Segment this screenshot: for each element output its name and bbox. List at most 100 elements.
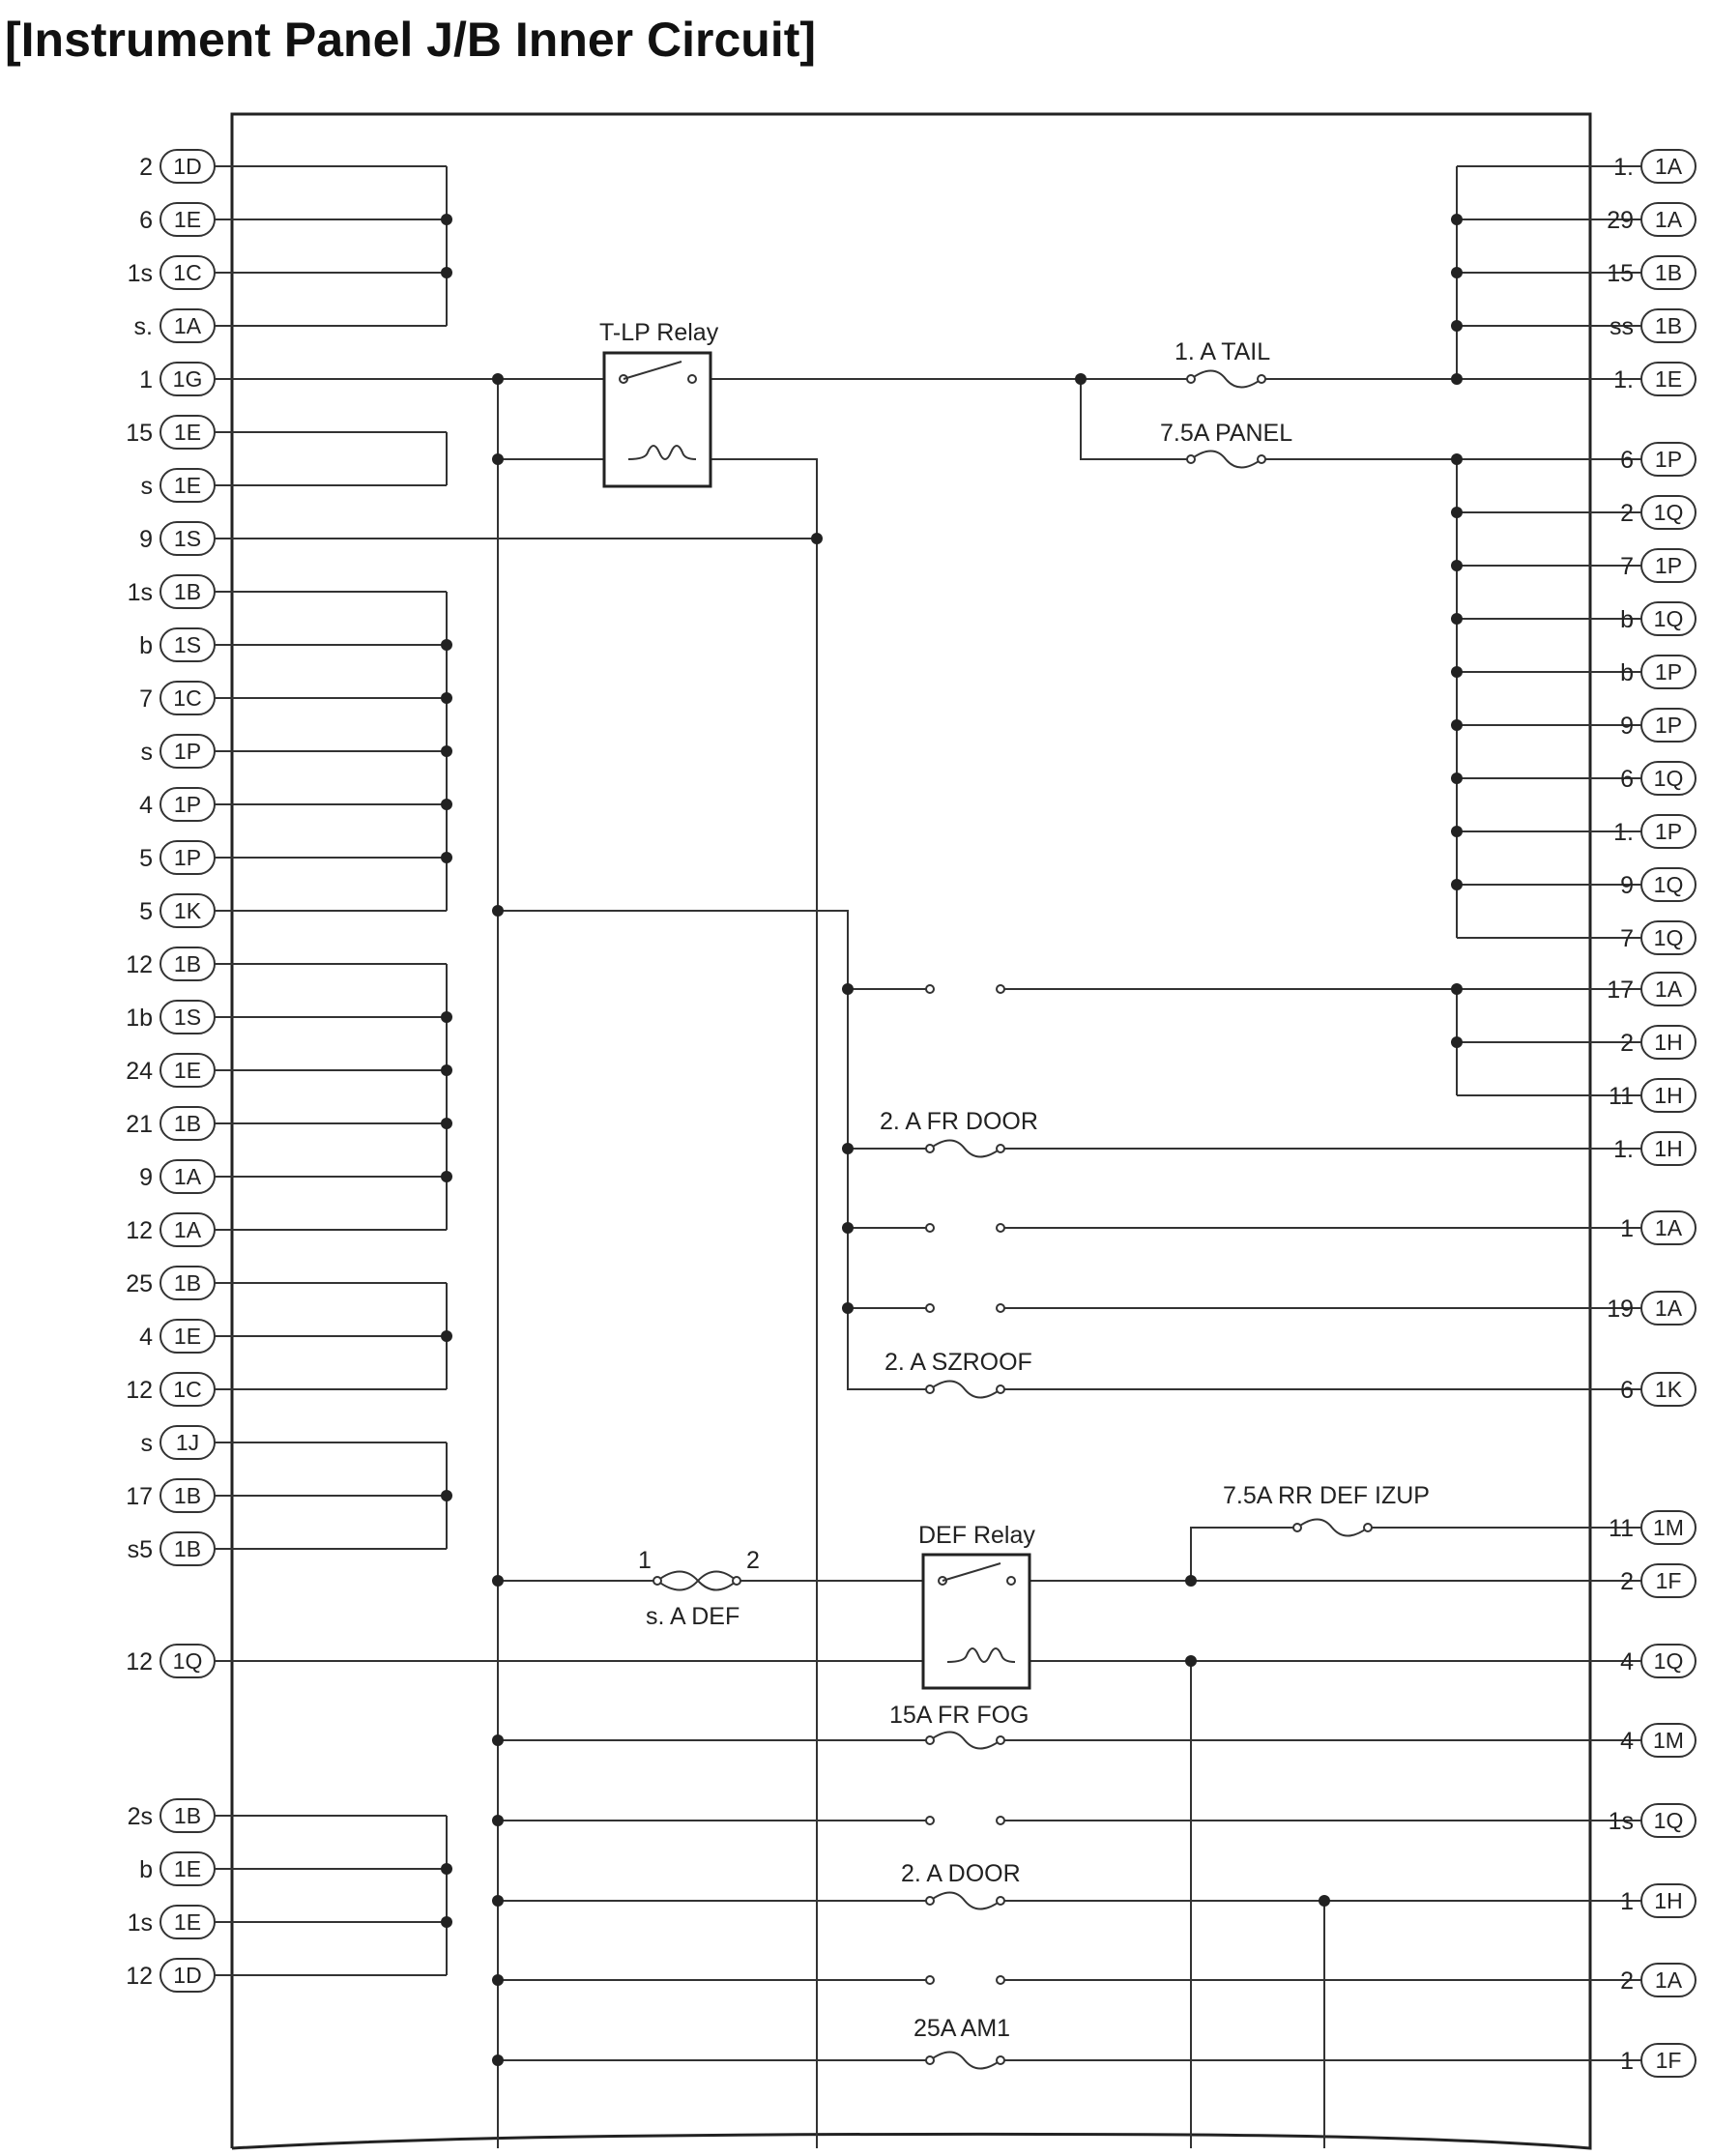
connector-oval (1640, 1883, 1696, 1918)
connector-oval (1640, 1723, 1696, 1758)
connector-code: 1A (1655, 1215, 1683, 1240)
left-pin-24: s 1J (141, 1425, 216, 1460)
fuse-fr-fog-label: 15A FR FOG (889, 1702, 1029, 1729)
pin-number: 12 (126, 1377, 153, 1404)
pin-number: ss (1610, 313, 1634, 340)
connector-oval (160, 1958, 216, 1993)
connector-oval (160, 1372, 216, 1407)
fusible-link-def: 1 2 s. A DEF (638, 1547, 760, 1630)
pin-number: 1 (1620, 1888, 1634, 1915)
connector-code: 1A (174, 313, 202, 338)
connector-code: 1G (173, 366, 203, 392)
connector-code: 1J (176, 1430, 199, 1455)
fuse-sroof-label: 2. A SZROOF (884, 1349, 1032, 1376)
page-title: [Instrument Panel J/B Inner Circuit] (5, 13, 816, 67)
connector-code: 1E (174, 420, 201, 445)
fusible-link-def-pin2: 2 (746, 1547, 760, 1574)
pin-number: 19 (1607, 1296, 1634, 1323)
pin-number: 2s (128, 1803, 153, 1830)
pin-number: 11 (1609, 1083, 1634, 1110)
connector-code: 1P (174, 792, 201, 817)
pin-number: 2 (1620, 1030, 1634, 1057)
pin-number: 6 (1620, 766, 1634, 793)
connector-code: 1Q (1654, 872, 1684, 897)
pin-number: 4 (139, 792, 153, 819)
connector-oval (160, 1053, 216, 1088)
pin-number: 12 (126, 951, 153, 978)
pin-number: 17 (126, 1483, 153, 1510)
fuse-am1: 25A AM1 (914, 2015, 1010, 2070)
pin-number: 2 (1620, 1967, 1634, 1995)
connector-code: 1Q (1654, 766, 1684, 791)
pin-number: 12 (126, 1963, 153, 1990)
pin-number: 24 (126, 1058, 153, 1085)
connector-code: 1P (1655, 553, 1682, 578)
connector-code: 1Q (173, 1648, 203, 1674)
connector-code: 1A (1655, 976, 1683, 1002)
connector-code: 1B (174, 1483, 201, 1508)
connector-oval (160, 308, 216, 343)
pin-number: 6 (1620, 447, 1634, 474)
connector-oval (1640, 708, 1696, 743)
connector-oval (160, 521, 216, 556)
pin-number: 7 (139, 685, 153, 713)
pin-number: 11 (1609, 1515, 1634, 1542)
pin-number: s (141, 1430, 154, 1457)
connector-oval (160, 1478, 216, 1513)
connector-oval (1640, 1563, 1696, 1598)
pin-number: 1. (1613, 366, 1634, 393)
fuse-am1-label: 25A AM1 (914, 2015, 1010, 2042)
connector-oval (160, 468, 216, 503)
connector-code: 1P (174, 739, 201, 764)
connector-oval (160, 1266, 216, 1300)
pin-number: 15 (126, 420, 153, 447)
connector-code: 1H (1654, 1083, 1682, 1108)
connector-oval (1640, 1510, 1696, 1545)
fuse-panel: 7.5A PANEL (1160, 420, 1292, 469)
connector-oval (160, 1798, 216, 1833)
connector-code: 1Q (1654, 606, 1684, 631)
connector-code: 1B (174, 579, 201, 604)
connector-code: 1B (1655, 260, 1682, 285)
connector-oval (160, 1319, 216, 1354)
connector-oval (1640, 548, 1696, 583)
connector-code: 1Q (1654, 1648, 1684, 1674)
connector-code: 1Q (1654, 925, 1684, 950)
pin-number: 9 (139, 526, 153, 553)
right-pin-0: 1.1A (1613, 149, 1696, 184)
fuse-sroof: 2. A SZROOF (884, 1349, 1032, 1399)
right-pin-18: 1.1H (1613, 1131, 1696, 1166)
connector-code: 1B (174, 951, 201, 976)
connector-oval (160, 1905, 216, 1939)
pin-number: 7 (1620, 553, 1634, 580)
pin-number: 2 (1620, 1568, 1634, 1595)
pin-number: 1s (128, 260, 153, 287)
def-relay: DEF Relay (918, 1522, 1035, 1690)
right-pin-12: 1.1P (1613, 814, 1696, 849)
connector-code: 1K (1655, 1377, 1683, 1402)
left-pin-3: s.1A (134, 308, 216, 343)
pin-number: 1 (1620, 1215, 1634, 1242)
pin-number: 1b (126, 1005, 153, 1032)
pin-number: 4 (139, 1324, 153, 1351)
